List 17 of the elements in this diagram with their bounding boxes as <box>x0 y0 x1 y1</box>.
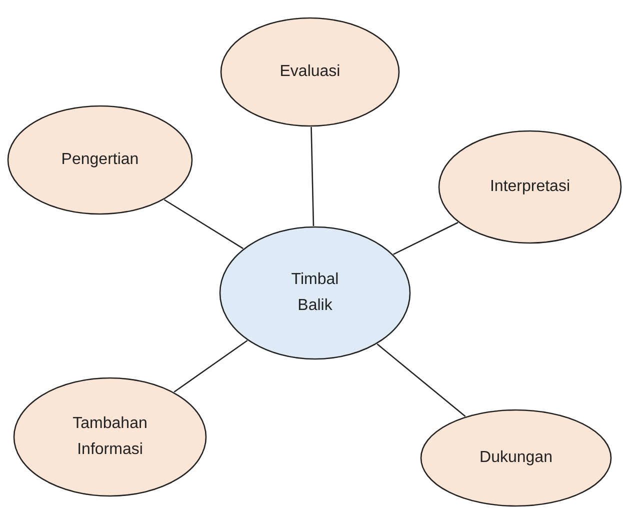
connector-line <box>164 199 244 250</box>
node-label: Dukungan <box>480 448 552 468</box>
connector-line <box>393 222 458 255</box>
connector-line <box>376 344 466 417</box>
node-label: Evaluasi <box>280 62 340 82</box>
ellipse-node <box>438 130 622 244</box>
node-label: Timbal Balik <box>290 270 340 316</box>
connector-line <box>310 126 314 226</box>
ellipse-node <box>13 377 207 497</box>
ellipse-node <box>220 17 400 127</box>
node-label: Interpretasi <box>490 177 570 197</box>
node-label: Pengertian <box>61 150 139 170</box>
connector-line <box>174 340 248 392</box>
ellipse-node <box>219 226 411 360</box>
node-label: Tambahan Informasi <box>72 414 148 460</box>
ellipse-node <box>7 105 193 215</box>
ellipse-node <box>420 409 612 507</box>
